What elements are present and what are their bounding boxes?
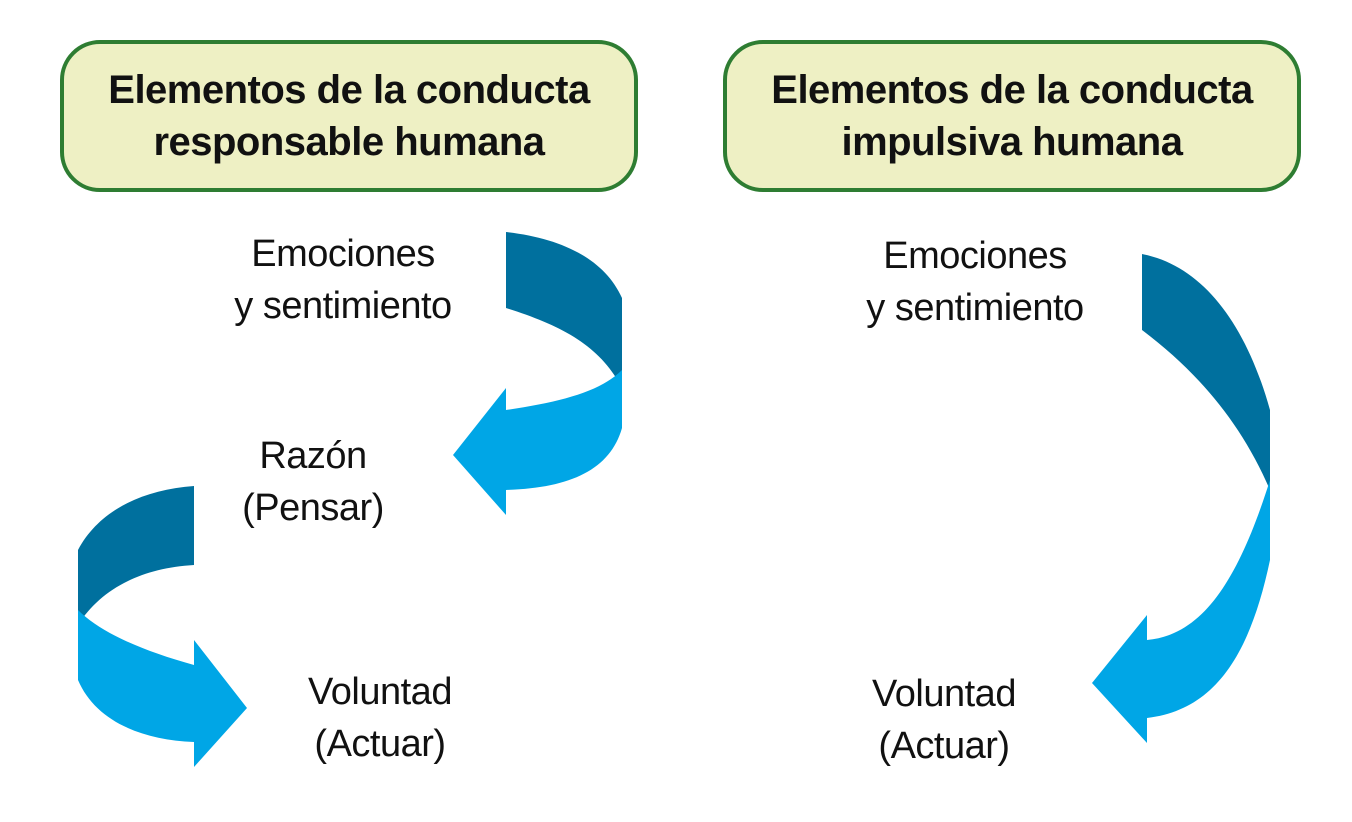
label-left-reason-line2: (Pensar)	[242, 487, 384, 529]
arrow-reason-to-will-light-head	[78, 610, 247, 767]
arrow-reason-to-will	[78, 486, 247, 767]
label-left-will: Voluntad (Actuar)	[270, 666, 490, 770]
label-right-will: Voluntad (Actuar)	[834, 668, 1054, 772]
title-impulsive-line1: Elementos de la conducta	[771, 68, 1253, 112]
arrow-emotions-to-will-light-head	[1092, 480, 1270, 743]
arrow-emotions-to-reason-light-head	[453, 370, 622, 515]
label-right-will-line2: (Actuar)	[878, 725, 1010, 767]
arrow-emotions-to-reason-dark-band	[506, 232, 622, 388]
title-box-responsible: Elementos de la conducta responsable hum…	[60, 40, 638, 192]
label-left-emotions: Emociones y sentimiento	[198, 228, 488, 332]
title-responsible-line2: responsable humana	[153, 120, 545, 164]
title-impulsive-line2: impulsiva humana	[841, 120, 1183, 164]
label-left-will-line1: Voluntad	[308, 671, 452, 713]
label-right-emotions: Emociones y sentimiento	[830, 230, 1120, 334]
arrow-emotions-to-will-dark-band	[1142, 254, 1270, 490]
title-box-impulsive: Elementos de la conducta impulsiva human…	[723, 40, 1301, 192]
label-right-will-line1: Voluntad	[872, 673, 1016, 715]
arrow-reason-to-will-dark-band	[78, 486, 194, 625]
label-left-reason: Razón (Pensar)	[213, 430, 413, 534]
label-right-emotions-line2: y sentimiento	[866, 287, 1084, 329]
arrow-emotions-to-reason	[453, 232, 622, 515]
label-right-emotions-line1: Emociones	[883, 235, 1067, 277]
arrow-emotions-to-will	[1092, 254, 1270, 743]
label-left-will-line2: (Actuar)	[314, 723, 446, 765]
label-left-reason-line1: Razón	[259, 435, 367, 477]
label-left-emotions-line2: y sentimiento	[234, 285, 452, 327]
label-left-emotions-line1: Emociones	[251, 233, 435, 275]
title-responsible-line1: Elementos de la conducta	[108, 68, 590, 112]
